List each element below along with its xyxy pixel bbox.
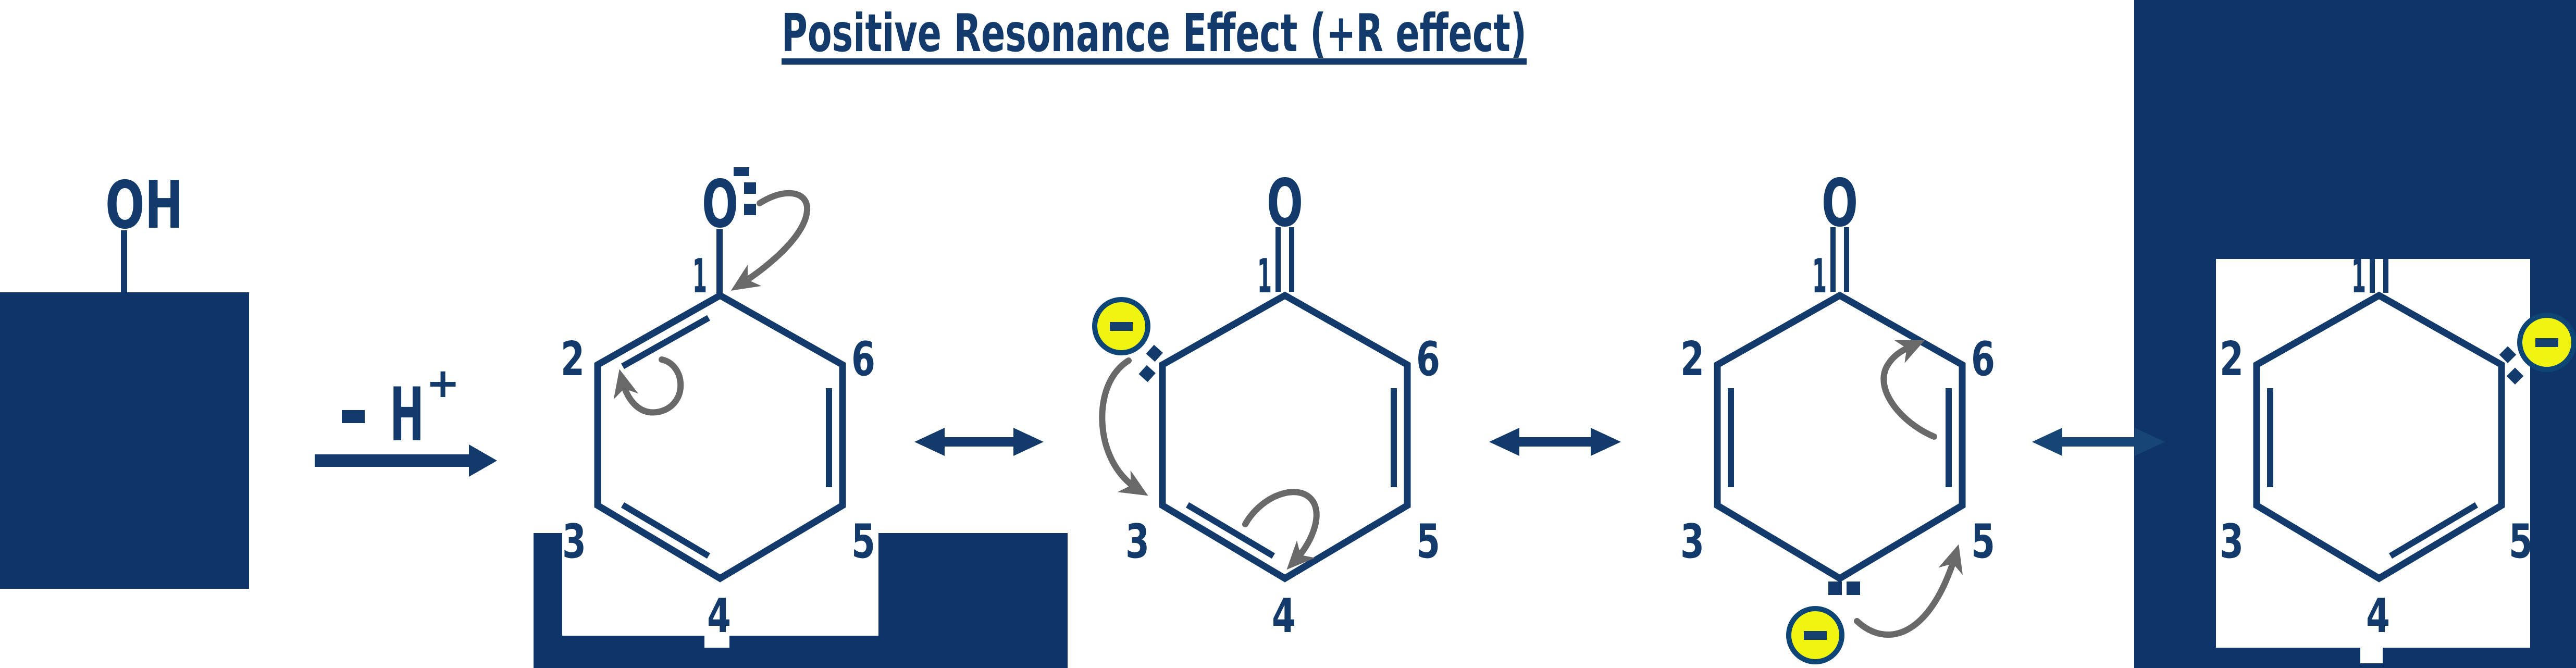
carbon-label-4: 4 (707, 589, 731, 644)
carbon-label-6: 6 (851, 332, 875, 387)
benzene-ring (594, 291, 846, 583)
carbon-label-5: 5 (851, 514, 875, 569)
structure-3: O 1 2 3 5 6 (1680, 165, 1995, 664)
carbon-label-2: 2 (2220, 332, 2244, 387)
curved-arrow-lonepair-to-c1 (730, 190, 811, 291)
carbon-label-1: 1 (2351, 249, 2366, 304)
phenol-cover-block (0, 292, 249, 589)
structure-1: O 1 2 3 4 5 6 (561, 166, 875, 644)
resonance-arrow-2 (1489, 428, 1621, 456)
carbon-label-1: 1 (1257, 249, 1272, 304)
resonance-arrow-3 (2032, 428, 2165, 456)
phenol-group: OH (0, 167, 249, 589)
curved-arrow-lonepair-to-c3 (1099, 357, 1148, 496)
negative-charge-badge (2517, 313, 2576, 372)
carbon-label-4: 4 (1272, 589, 1296, 644)
carbon-label-3: 3 (562, 514, 586, 569)
carbon-label-6: 6 (1416, 332, 1440, 387)
plus-sign: + (426, 360, 460, 407)
reaction-arrow (315, 444, 497, 477)
oxygen-charge-minus (734, 167, 749, 176)
carbon-label-3: 3 (2220, 514, 2244, 569)
carbon-label-5: 5 (1971, 514, 1995, 569)
curved-arrow-pi-to-c4 (1242, 489, 1320, 570)
carbon-label-1: 1 (1812, 249, 1827, 304)
carbon-label-5: 5 (2509, 514, 2533, 569)
negative-charge-badge (1092, 297, 1150, 355)
carbon-label-2: 2 (561, 332, 585, 387)
double-bond-1-2 (621, 315, 710, 369)
charge-minus (2535, 338, 2558, 347)
lone-pair-dot (1828, 582, 1842, 595)
curved-arrow-pi-to-c2 (613, 356, 684, 416)
carbon-label-3: 3 (1125, 514, 1149, 569)
lone-pair-dot (1847, 582, 1860, 595)
title-underline (782, 58, 1527, 65)
curved-arrow-lonepair-to-c5 (1854, 544, 1963, 638)
title-group: Positive Resonance Effect (+R effect) (782, 3, 1527, 65)
carbon-label-5: 5 (1416, 514, 1440, 569)
charge-minus (1110, 322, 1133, 331)
structure-4-label-gap (2360, 648, 2383, 663)
double-bond-3-4 (621, 502, 711, 559)
oxygen-label: O (1822, 165, 1858, 241)
minus-sign (342, 410, 365, 423)
double-bond-3-4 (1185, 502, 1275, 559)
lone-pair-dot (744, 182, 756, 194)
hydrogen-label: H (390, 372, 424, 458)
carbon-label-1: 1 (692, 249, 707, 304)
band-label-gap (704, 636, 729, 648)
lone-pair-dash (1138, 365, 1156, 382)
structure-2: O 1 3 4 5 6 (1092, 165, 1440, 644)
oxygen-label: O (1267, 165, 1303, 241)
negative-charge-badge (1786, 606, 1844, 664)
double-bond-4-5 (2388, 502, 2479, 559)
page-title: Positive Resonance Effect (+R effect) (782, 3, 1527, 64)
carbon-label-2: 2 (1680, 332, 1704, 387)
resonance-arrow-1 (914, 428, 1044, 456)
carbon-label-4: 4 (2366, 589, 2390, 644)
lone-pair-dot (744, 204, 756, 215)
benzene-ring (1159, 291, 1411, 583)
structure-1-highlight-band (534, 533, 1068, 668)
carbon-label-6: 6 (1971, 332, 1995, 387)
benzene-ring (1714, 291, 1966, 583)
deprotonation-group: H + (315, 360, 497, 477)
hydroxyl-label: OH (105, 167, 183, 243)
curved-arrow-pi-to-c6 (1880, 340, 1937, 440)
benzene-ring (2253, 291, 2505, 583)
lone-pair-dash (1146, 344, 1163, 362)
band-right-block (878, 533, 1068, 668)
carbon-label-3: 3 (1680, 514, 1704, 569)
charge-minus (1804, 631, 1827, 640)
